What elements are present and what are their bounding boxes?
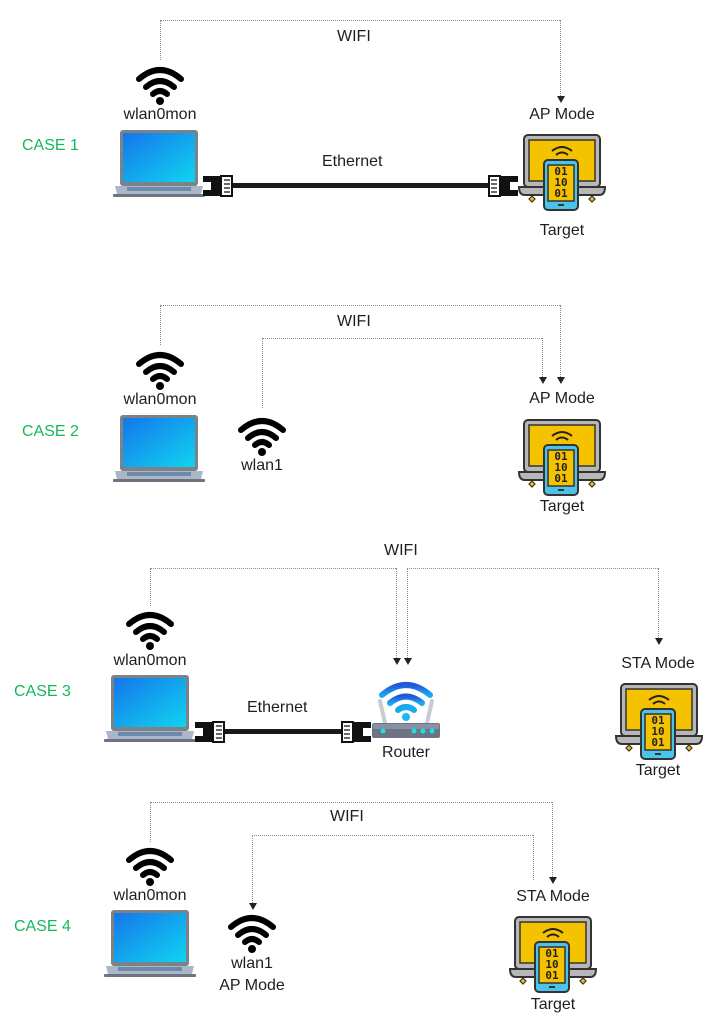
wifi-link-line	[150, 802, 151, 842]
wifi-link-line	[150, 568, 396, 569]
second-interface-label: wlan1	[241, 457, 283, 474]
arrow-down-icon	[655, 638, 663, 645]
attacker-interface-label: wlan0mon	[113, 652, 187, 669]
wifi-link-line	[252, 835, 533, 836]
wifi-link-line	[150, 568, 151, 606]
binary-bits-text: 10	[651, 725, 664, 738]
wifi-link-line	[396, 568, 397, 658]
ethernet-plug-icon	[201, 174, 233, 198]
wifi-icon	[135, 350, 185, 390]
laptop-icon	[104, 673, 196, 745]
target-label: Target	[530, 996, 576, 1013]
wifi-link-line	[160, 20, 560, 21]
laptop-icon	[104, 908, 196, 980]
arrow-down-icon	[404, 658, 412, 665]
wifi-link-line	[542, 338, 543, 377]
case-label: CASE 2	[22, 423, 79, 440]
laptop-icon	[113, 413, 205, 485]
wifi-label: WIFI	[330, 808, 364, 825]
ethernet-cable	[233, 183, 488, 188]
binary-bits-text: 01	[554, 165, 568, 178]
wifi-link-line	[150, 802, 552, 803]
arrow-down-icon	[557, 377, 565, 384]
attacker-interface-label: wlan0mon	[123, 391, 197, 408]
target-label: Target	[539, 222, 585, 239]
arrow-down-icon	[249, 903, 257, 910]
binary-bits-text: 01	[651, 714, 665, 727]
arrow-down-icon	[539, 377, 547, 384]
binary-bits-text: 01	[554, 472, 568, 485]
wifi-link-line	[160, 305, 161, 345]
wifi-link-line	[552, 802, 553, 877]
wifi-link-line	[658, 568, 659, 638]
arrow-down-icon	[557, 96, 565, 103]
ethernet-label: Ethernet	[322, 153, 383, 170]
second-interface-mode-label: AP Mode	[219, 977, 285, 994]
target-mode-label: STA Mode	[516, 888, 590, 905]
wifi-link-line	[560, 20, 561, 96]
binary-bits-text: 10	[545, 958, 558, 971]
arrow-down-icon	[393, 658, 401, 665]
target-label: Target	[635, 762, 681, 779]
wifi-link-line	[262, 338, 263, 408]
wifi-label: WIFI	[384, 542, 418, 559]
ethernet-label: Ethernet	[247, 699, 308, 716]
wifi-link-line	[560, 305, 561, 377]
wifi-link-line	[160, 305, 560, 306]
ethernet-plug-icon	[193, 720, 225, 744]
binary-bits-text: 10	[554, 176, 567, 189]
wifi-link-line	[407, 568, 658, 569]
binary-bits-text: 01	[545, 947, 559, 960]
ethernet-cable	[225, 729, 341, 734]
second-interface-label: wlan1	[231, 955, 273, 972]
wifi-label: WIFI	[337, 313, 371, 330]
wifi-icon	[135, 65, 185, 105]
arrow-down-icon	[549, 877, 557, 884]
wifi-link-line	[160, 20, 161, 60]
ethernet-plug-icon	[488, 174, 520, 198]
laptop-icon	[113, 128, 205, 200]
wifi-link-line	[407, 568, 408, 658]
wifi-icon	[125, 610, 175, 650]
binary-bits-text: 10	[554, 461, 567, 474]
target-mode-label: STA Mode	[621, 655, 695, 672]
binary-bits-text: 01	[554, 450, 568, 463]
router-label: Router	[381, 744, 431, 761]
wifi-label: WIFI	[337, 28, 371, 45]
case-label: CASE 4	[14, 918, 71, 935]
target-label: Target	[539, 498, 585, 515]
binary-bits-text: 01	[651, 736, 665, 749]
router-icon	[370, 671, 442, 741]
binary-bits-text: 01	[545, 969, 559, 982]
case-label: CASE 3	[14, 683, 71, 700]
wifi-link-line	[533, 835, 534, 880]
attacker-interface-label: wlan0mon	[123, 106, 197, 123]
wifi-icon	[125, 846, 175, 886]
binary-bits-text: 01	[554, 187, 568, 200]
wifi-link-line	[252, 835, 253, 903]
target-mode-label: AP Mode	[529, 390, 595, 407]
wifi-icon	[237, 416, 287, 456]
wifi-link-line	[262, 338, 542, 339]
wifi-icon	[227, 913, 277, 953]
ethernet-plug-icon	[341, 720, 373, 744]
attacker-interface-label: wlan0mon	[113, 887, 187, 904]
target-mode-label: AP Mode	[529, 106, 595, 123]
case-label: CASE 1	[22, 137, 79, 154]
